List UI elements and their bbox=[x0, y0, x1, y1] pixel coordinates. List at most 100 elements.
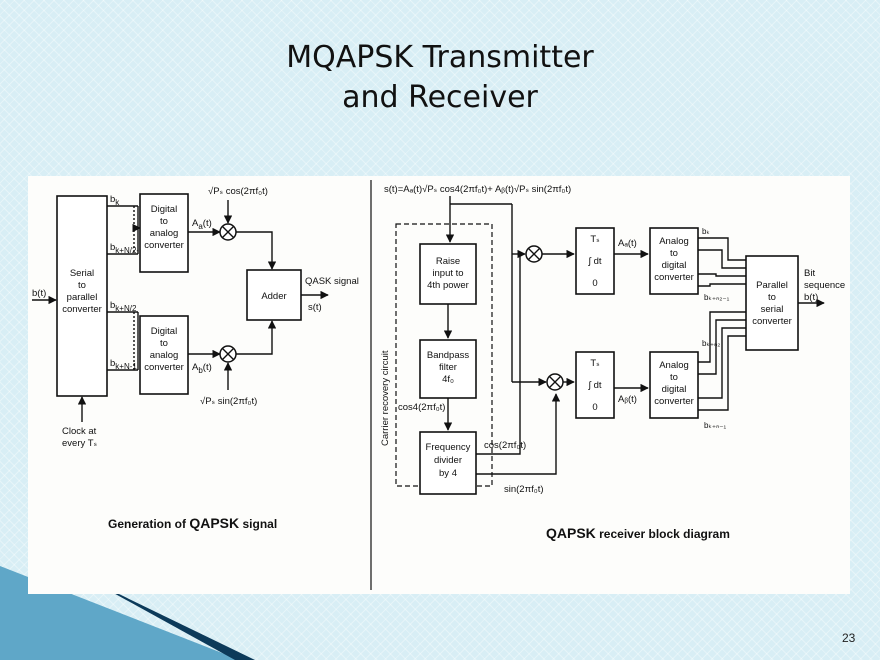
rx-amp-upper: Aₐ(t) bbox=[618, 238, 637, 249]
bpf-l3: 4f₀ bbox=[442, 374, 454, 385]
tx-output-signal: s(t) bbox=[308, 302, 322, 313]
tx-output-label: QASK signal bbox=[305, 276, 359, 287]
integrator-upper-box bbox=[575, 227, 615, 295]
rx-bit-u1 bbox=[698, 237, 746, 261]
adc-l-l2: to bbox=[670, 372, 678, 383]
tx-mult-l-cross bbox=[222, 348, 234, 360]
adder-box bbox=[246, 269, 302, 321]
p2s-l4: converter bbox=[752, 316, 792, 327]
s2p-l2: to bbox=[78, 280, 86, 291]
tx-amp-upper: Aa(t) bbox=[192, 218, 212, 231]
rx-sin-path bbox=[476, 393, 561, 475]
rx-amp-lower: Aᵦ(t) bbox=[618, 394, 637, 405]
p2s-l2: to bbox=[768, 292, 776, 303]
raise-power-box bbox=[419, 243, 477, 305]
p2s-l3: serial bbox=[761, 304, 784, 315]
raise-l2: input to bbox=[432, 268, 463, 279]
tx-bl-first-label: bk+N/2 bbox=[110, 300, 137, 313]
rx-bit-u3 bbox=[698, 273, 746, 277]
adc-upper-box bbox=[649, 227, 699, 295]
title-line-2: and Receiver bbox=[342, 80, 538, 115]
adc-u-l4: converter bbox=[654, 272, 694, 283]
fdiv-l3: by 4 bbox=[439, 468, 457, 479]
bpf-l2: filter bbox=[439, 362, 457, 373]
adc-lower-box bbox=[649, 351, 699, 419]
rx-output-l2: sequence bbox=[804, 280, 845, 291]
tx-to-adder-u bbox=[236, 231, 277, 270]
tx-carrier-lower: √Pₛ sin(2πf₀t) bbox=[200, 396, 257, 407]
dac-l-l3: analog bbox=[150, 350, 179, 361]
rx-bit-u2 bbox=[698, 249, 746, 269]
rx-output-l1: Bit bbox=[804, 268, 815, 279]
diagram-svg: b(t) Serial to parallel converter bk bk+… bbox=[32, 180, 845, 590]
diagram-panel: b(t) Serial to parallel converter bk bk+… bbox=[28, 176, 850, 594]
tx-clock-l1: Clock at bbox=[62, 426, 97, 437]
rx-cos-path bbox=[476, 253, 524, 455]
dac-l-l4: converter bbox=[144, 362, 184, 373]
tx-bk-mid-label: bk+N/2-1 bbox=[110, 242, 144, 255]
tx-carrier-upper: √Pₛ cos(2πf₀t) bbox=[208, 186, 268, 197]
rx-input-expr: s(t)=Aₐ(t)√Pₛ cos4(2πf₀t)+ Aᵦ(t)√Pₛ sin(… bbox=[384, 184, 571, 195]
tx-bl-last-label: bk+N-1 bbox=[110, 358, 137, 371]
rx-bit-l3 bbox=[698, 327, 746, 399]
tx-mult-u-cross bbox=[222, 226, 234, 238]
rx-mult-l-cross bbox=[549, 376, 561, 388]
bpf-l1: Bandpass bbox=[427, 350, 470, 361]
int-l-mid: ∫ dt bbox=[587, 380, 602, 391]
tx-amp-lower: Ab(t) bbox=[192, 362, 212, 375]
serial-to-parallel-box bbox=[56, 195, 108, 397]
rx-bit-upper-last: bₖ₊ₙ₂₋₁ bbox=[704, 293, 730, 302]
adder-label: Adder bbox=[261, 291, 286, 302]
tx-clock-l2: every Tₛ bbox=[62, 438, 98, 449]
adc-l-l3: digital bbox=[662, 384, 687, 395]
rx-output-l3: b(t) bbox=[804, 292, 818, 303]
raise-l1: Raise bbox=[436, 256, 460, 267]
rx-cos-label: cos(2πf₀t) bbox=[484, 440, 526, 451]
int-l-bot: 0 bbox=[592, 402, 597, 413]
parallel-to-serial-box bbox=[745, 255, 799, 351]
dac-u-l3: analog bbox=[150, 228, 179, 239]
dac-lower-box bbox=[139, 315, 189, 395]
title-line-1: MQAPSK Transmitter bbox=[286, 40, 594, 75]
dac-l-l2: to bbox=[160, 338, 168, 349]
adc-u-l2: to bbox=[670, 248, 678, 259]
rx-mult-u-cross bbox=[528, 248, 540, 260]
int-u-mid: ∫ dt bbox=[587, 256, 602, 267]
rx-sin-label: sin(2πf₀t) bbox=[504, 484, 544, 495]
rx-cos4-label: cos4(2πf₀t) bbox=[398, 402, 445, 413]
receiver-diagram: s(t)=Aₐ(t)√Pₛ cos4(2πf₀t)+ Aᵦ(t)√Pₛ sin(… bbox=[380, 184, 845, 541]
s2p-l4: converter bbox=[62, 304, 102, 315]
integrator-lower-box bbox=[575, 351, 615, 419]
rx-bit-l1 bbox=[698, 311, 746, 363]
dac-u-l4: converter bbox=[144, 240, 184, 251]
int-l-top: Tₛ bbox=[590, 358, 600, 369]
adc-u-l1: Analog bbox=[659, 236, 689, 247]
rx-bit-l2 bbox=[698, 319, 746, 375]
slide-title: MQAPSK Transmitter and Receiver bbox=[0, 38, 880, 118]
rx-bit-l4 bbox=[698, 335, 746, 411]
wedge-dark bbox=[90, 580, 255, 660]
carrier-recovery-label: Carrier recovery circuit bbox=[380, 350, 391, 446]
transmitter-diagram: b(t) Serial to parallel converter bk bk+… bbox=[32, 186, 359, 531]
fdiv-l1: Frequency bbox=[426, 442, 471, 453]
tx-input-label: b(t) bbox=[32, 288, 46, 299]
tx-caption: Generation of QAPSK signal bbox=[108, 515, 277, 531]
raise-l3: 4th power bbox=[427, 280, 469, 291]
page-number: 23 bbox=[842, 631, 856, 645]
s2p-l3: parallel bbox=[67, 292, 98, 303]
adc-u-l3: digital bbox=[662, 260, 687, 271]
rx-bit-u4 bbox=[698, 283, 746, 287]
dac-u-l2: to bbox=[160, 216, 168, 227]
rx-bit-lower-last: bₖ₊ₙ₋₁ bbox=[704, 421, 726, 430]
s2p-l1: Serial bbox=[70, 268, 94, 279]
rx-caption: QAPSK receiver block diagram bbox=[546, 525, 730, 541]
adc-l-l1: Analog bbox=[659, 360, 689, 371]
dac-l-l1: Digital bbox=[151, 326, 177, 337]
rx-bit-upper-first: bₖ bbox=[702, 227, 710, 236]
dac-u-l1: Digital bbox=[151, 204, 177, 215]
frequency-divider-box bbox=[419, 431, 477, 495]
int-u-bot: 0 bbox=[592, 278, 597, 289]
adc-l-l4: converter bbox=[654, 396, 694, 407]
carrier-recovery-box bbox=[395, 223, 493, 487]
tx-to-adder-l bbox=[236, 320, 277, 355]
